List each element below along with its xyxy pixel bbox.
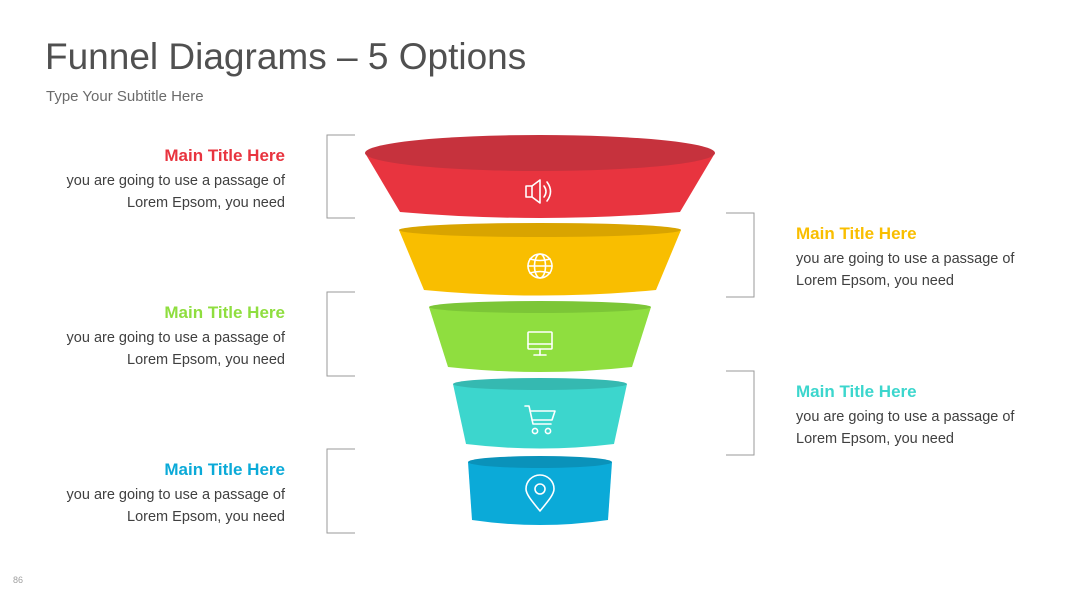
stage-5-text: Main Title Here you are going to use a p… xyxy=(0,459,285,528)
stage-1-description: you are going to use a passage of Lorem … xyxy=(0,170,285,214)
page-number: 86 xyxy=(13,575,24,585)
funnel-stage-5 xyxy=(468,456,612,525)
speaker-icon xyxy=(525,179,552,204)
funnel-stage-1 xyxy=(365,135,715,218)
stage-5-line-1: you are going to use a passage of xyxy=(66,487,285,503)
stage-3-line-2: Lorem Epsom, you need xyxy=(127,352,285,368)
funnel-stage-3 xyxy=(429,301,651,372)
bracket-stage-5 xyxy=(326,448,355,534)
stage-4-text: Main Title Here you are going to use a p… xyxy=(796,381,1080,450)
stage-4-description: you are going to use a passage of Lorem … xyxy=(796,406,1080,450)
stage-5-title: Main Title Here xyxy=(164,460,285,479)
stage-1-line-1: you are going to use a passage of xyxy=(66,173,285,189)
cart-icon xyxy=(524,405,556,435)
stage-2-text: Main Title Here you are going to use a p… xyxy=(796,223,1080,292)
monitor-icon xyxy=(527,331,553,356)
stage-2-line-2: Lorem Epsom, you need xyxy=(796,273,954,289)
bracket-stage-1 xyxy=(326,134,355,219)
stage-5-line-2: Lorem Epsom, you need xyxy=(127,509,285,525)
page-subtitle: Type Your Subtitle Here xyxy=(46,88,204,105)
page-title: Funnel Diagrams – 5 Options xyxy=(45,36,527,77)
location-pin-icon xyxy=(525,474,555,512)
stage-4-line-1: you are going to use a passage of xyxy=(796,409,1015,425)
stage-5-description: you are going to use a passage of Lorem … xyxy=(0,484,285,528)
bracket-stage-3 xyxy=(326,291,355,377)
funnel-stage-4 xyxy=(453,378,627,449)
stage-4-line-2: Lorem Epsom, you need xyxy=(796,431,954,447)
stage-4-title: Main Title Here xyxy=(796,382,917,401)
stage-1-line-2: Lorem Epsom, you need xyxy=(127,195,285,211)
stage-1-title: Main Title Here xyxy=(164,146,285,165)
bracket-stage-4 xyxy=(726,370,755,456)
stage-2-description: you are going to use a passage of Lorem … xyxy=(796,248,1080,292)
stage-2-line-1: you are going to use a passage of xyxy=(796,251,1015,267)
funnel-stage-2 xyxy=(399,223,681,296)
bracket-stage-2 xyxy=(726,212,755,298)
globe-icon xyxy=(527,253,553,279)
stage-3-title: Main Title Here xyxy=(164,303,285,322)
stage-2-title: Main Title Here xyxy=(796,224,917,243)
stage-3-description: you are going to use a passage of Lorem … xyxy=(0,327,285,371)
stage-3-line-1: you are going to use a passage of xyxy=(66,330,285,346)
stage-3-text: Main Title Here you are going to use a p… xyxy=(0,302,285,371)
stage-1-text: Main Title Here you are going to use a p… xyxy=(0,145,285,214)
